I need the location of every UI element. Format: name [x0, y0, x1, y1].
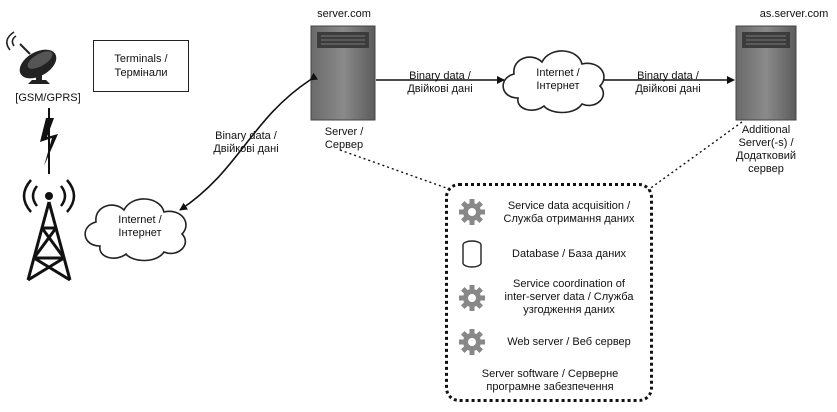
- software-item-database: Database / База даних: [512, 248, 626, 260]
- additional-server-host-label: as.server.com: [759, 8, 829, 20]
- edge-server-internet-left: [179, 72, 319, 211]
- gsm-label: [GSM/GPRS]: [15, 92, 81, 104]
- additional-server-label: Additional Server(-s) / Додатковий серве…: [736, 124, 796, 175]
- terminals-label: Terminals / Термінали: [114, 53, 168, 79]
- edge-label-server-internet-left: Binary data / Двійкові дані: [213, 130, 279, 155]
- software-item-coordination: Service coordination of inter-server dat…: [504, 278, 634, 316]
- gear-icon: [459, 285, 485, 311]
- internet-cloud-right-icon: [502, 50, 605, 114]
- gear-icon: [459, 329, 485, 355]
- edge-label-server-internet-right: Binary data / Двійкові дані: [407, 70, 473, 95]
- lightning-icon: [40, 118, 58, 166]
- connector-server-software: [339, 149, 453, 191]
- satellite-dish-icon: [6, 31, 57, 84]
- database-icon: [462, 240, 482, 268]
- connector-additional-software: [647, 121, 743, 191]
- internet-cloud-left-icon: [84, 198, 187, 262]
- server-label: Server / Сервер: [324, 126, 364, 151]
- cell-tower-icon: [22, 179, 76, 282]
- server-host-label: server.com: [317, 8, 371, 20]
- terminals-box: Terminals / Термінали: [93, 40, 189, 92]
- server-software-box: [445, 183, 653, 402]
- server-software-caption: Server software / Серверне програмне заб…: [481, 368, 619, 393]
- additional-server-icon: [735, 25, 797, 121]
- edge-label-internet-additional: Binary data / Двійкові дані: [635, 70, 701, 95]
- internet-right-label: Internet / Інтернет: [536, 67, 580, 92]
- gear-icon: [459, 199, 485, 225]
- software-item-web-server: Web server / Веб сервер: [507, 336, 631, 348]
- software-item-data-acquisition: Service data acquisition / Служба отрима…: [503, 200, 635, 225]
- internet-left-label: Internet / Інтернет: [118, 214, 162, 239]
- server-icon: [310, 25, 376, 121]
